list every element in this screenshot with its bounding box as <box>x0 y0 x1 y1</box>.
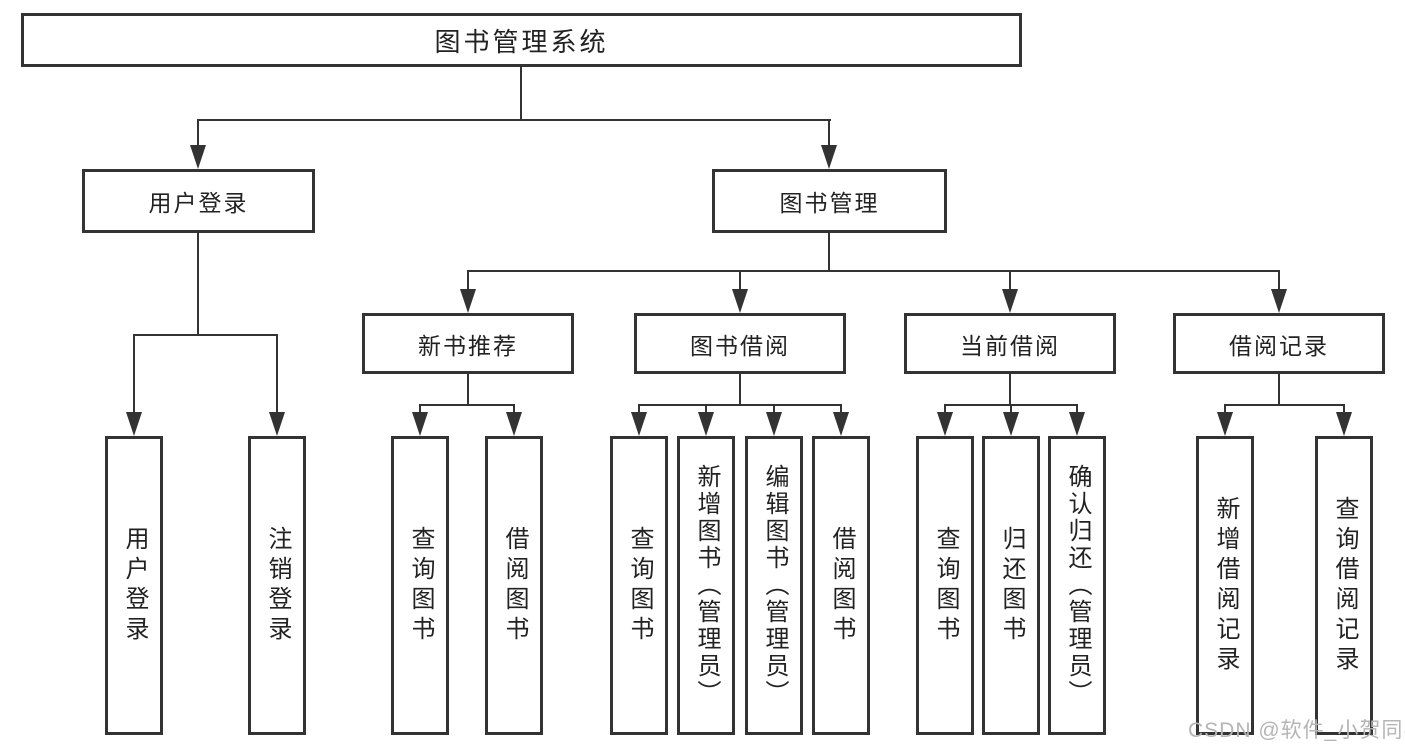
connector-line <box>1224 404 1226 416</box>
node-current-borrow: 当前借阅 <box>904 313 1116 374</box>
connector-line <box>1278 270 1280 290</box>
node-root-system: 图书管理系统 <box>21 13 1022 67</box>
arrow-down-icon <box>821 145 837 169</box>
arrow-down-icon <box>1002 289 1018 313</box>
connector-line <box>1076 404 1078 416</box>
connector-line <box>705 404 707 416</box>
node-user-login: 用户登录 <box>82 169 315 233</box>
arrow-down-icon <box>631 412 647 436</box>
arrow-down-icon <box>1217 412 1233 436</box>
connector-line <box>1224 404 1345 406</box>
connector-line <box>739 270 741 290</box>
leaf-borrow-books-1: 借阅图书 <box>485 436 543 735</box>
connector-line <box>739 374 741 406</box>
connector-line <box>197 233 199 336</box>
connector-line <box>467 374 469 406</box>
leaf-add-borrow-record: 新增借阅记录 <box>1196 436 1254 735</box>
arrow-down-icon <box>460 289 476 313</box>
arrow-down-icon <box>506 412 522 436</box>
node-new-book-recommend: 新书推荐 <box>362 313 574 374</box>
connector-line <box>133 334 135 414</box>
connector-line <box>944 404 946 416</box>
connector-line <box>419 404 421 416</box>
leaf-user-login: 用户登录 <box>105 436 163 735</box>
connector-line <box>638 404 842 406</box>
leaf-add-book-admin: 新增图书（管理员） <box>677 436 735 735</box>
connector-line <box>197 119 199 147</box>
leaf-query-books-2: 查询图书 <box>610 436 668 735</box>
arrow-down-icon <box>190 145 206 169</box>
connector-line <box>1343 404 1345 416</box>
node-book-management: 图书管理 <box>712 169 947 233</box>
connector-line <box>1009 374 1011 406</box>
connector-line <box>1278 374 1280 406</box>
connector-line <box>773 404 775 416</box>
leaf-query-borrow-record: 查询借阅记录 <box>1315 436 1373 735</box>
leaf-confirm-return-admin: 确认归还（管理员） <box>1048 436 1106 735</box>
arrow-down-icon <box>833 412 849 436</box>
connector-line <box>513 404 515 416</box>
arrow-down-icon <box>1271 289 1287 313</box>
arrow-down-icon <box>698 412 714 436</box>
csdn-watermark: CSDN @软件_小贺同学 <box>1188 719 1405 742</box>
arrow-down-icon <box>412 412 428 436</box>
arrow-down-icon <box>732 289 748 313</box>
leaf-query-books-1: 查询图书 <box>391 436 449 735</box>
connector-line <box>828 233 830 272</box>
node-borrow-records: 借阅记录 <box>1173 313 1385 374</box>
connector-line <box>520 67 522 121</box>
arrow-down-icon <box>1003 412 1019 436</box>
leaf-return-books: 归还图书 <box>982 436 1040 735</box>
connector-line <box>276 334 278 414</box>
leaf-edit-book-admin: 编辑图书（管理员） <box>745 436 803 735</box>
connector-line <box>467 270 469 290</box>
arrow-down-icon <box>126 412 142 436</box>
connector-line <box>840 404 842 416</box>
connector-line <box>1009 270 1011 290</box>
connector-line <box>1010 404 1012 416</box>
leaf-borrow-books-2: 借阅图书 <box>812 436 870 735</box>
connector-line <box>197 119 831 121</box>
node-book-borrow: 图书借阅 <box>634 313 846 374</box>
connector-line <box>638 404 640 416</box>
connector-line <box>467 270 1280 272</box>
leaf-query-books-3: 查询图书 <box>916 436 974 735</box>
connector-line <box>419 404 515 406</box>
connector-line <box>133 334 278 336</box>
leaf-logout: 注销登录 <box>248 436 306 735</box>
arrow-down-icon <box>1069 412 1085 436</box>
arrow-down-icon <box>269 412 285 436</box>
arrow-down-icon <box>1336 412 1352 436</box>
connector-line <box>828 119 830 147</box>
arrow-down-icon <box>766 412 782 436</box>
arrow-down-icon <box>937 412 953 436</box>
